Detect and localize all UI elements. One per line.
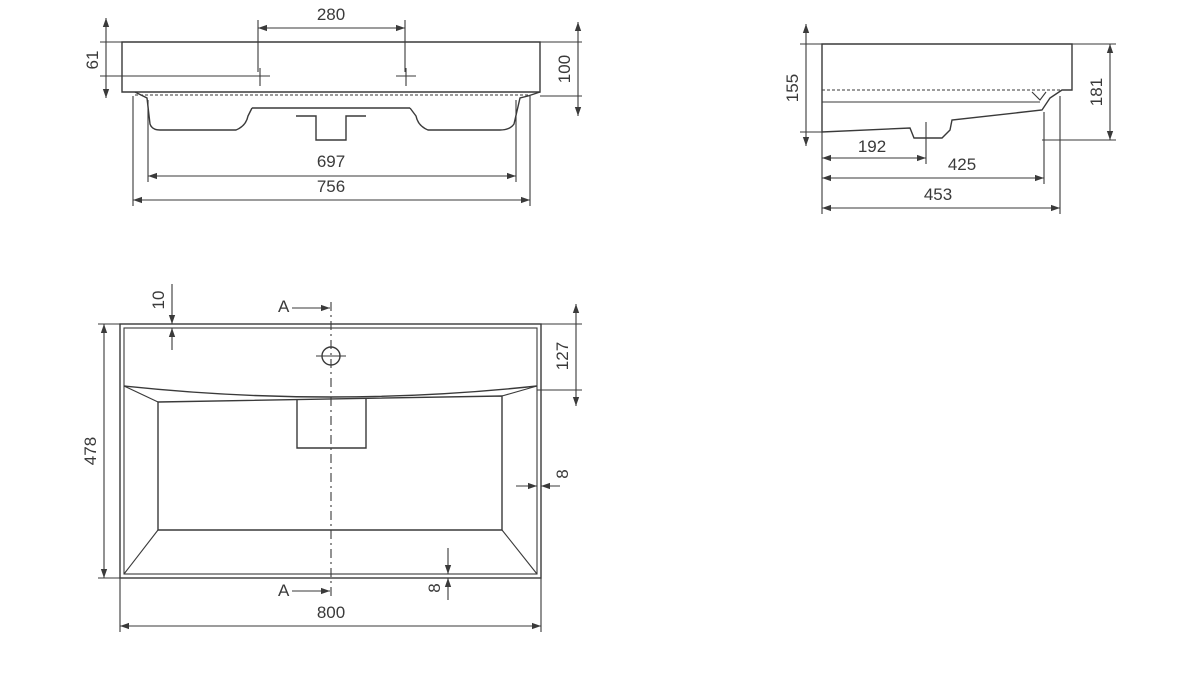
dim-overall-width-front: 756 — [317, 177, 345, 196]
section-label-top: A — [278, 297, 290, 316]
dim-total-height: 100 — [555, 55, 574, 83]
side-view: 155 181 192 425 453 — [783, 24, 1116, 214]
dim-bowl-width: 697 — [317, 152, 345, 171]
tap-marker-right — [396, 68, 416, 86]
dim-rim-height: 61 — [83, 51, 102, 70]
tap-marker-left — [130, 68, 270, 86]
dim-overall-depth-top: 478 — [81, 437, 100, 465]
dim-waste-offset: 192 — [858, 137, 886, 156]
dim-inner-depth: 425 — [948, 155, 976, 174]
dim-rim-thickness: 10 — [149, 291, 168, 310]
dim-side-height-181: 181 — [1087, 78, 1106, 106]
dim-deck-depth: 127 — [553, 342, 572, 370]
section-label-bottom: A — [278, 581, 290, 600]
front-basin-lower — [134, 91, 541, 131]
front-basin-outline — [121, 41, 541, 93]
dim-tap-spacing: 280 — [317, 5, 345, 24]
front-waste — [296, 115, 366, 141]
top-bowl-edge — [123, 385, 538, 398]
top-inner-bowl — [157, 395, 503, 531]
front-view: 280 61 100 697 756 — [83, 5, 582, 206]
dim-side-height-155: 155 — [783, 74, 802, 102]
top-view: A A 10 127 478 8 8 800 — [81, 284, 582, 632]
dim-overall-width-top: 800 — [317, 603, 345, 622]
dim-wall-bottom: 8 — [425, 583, 444, 592]
dim-overall-depth-side: 453 — [924, 185, 952, 204]
dim-wall-right: 8 — [553, 469, 572, 478]
side-basin-outline — [821, 43, 1073, 139]
